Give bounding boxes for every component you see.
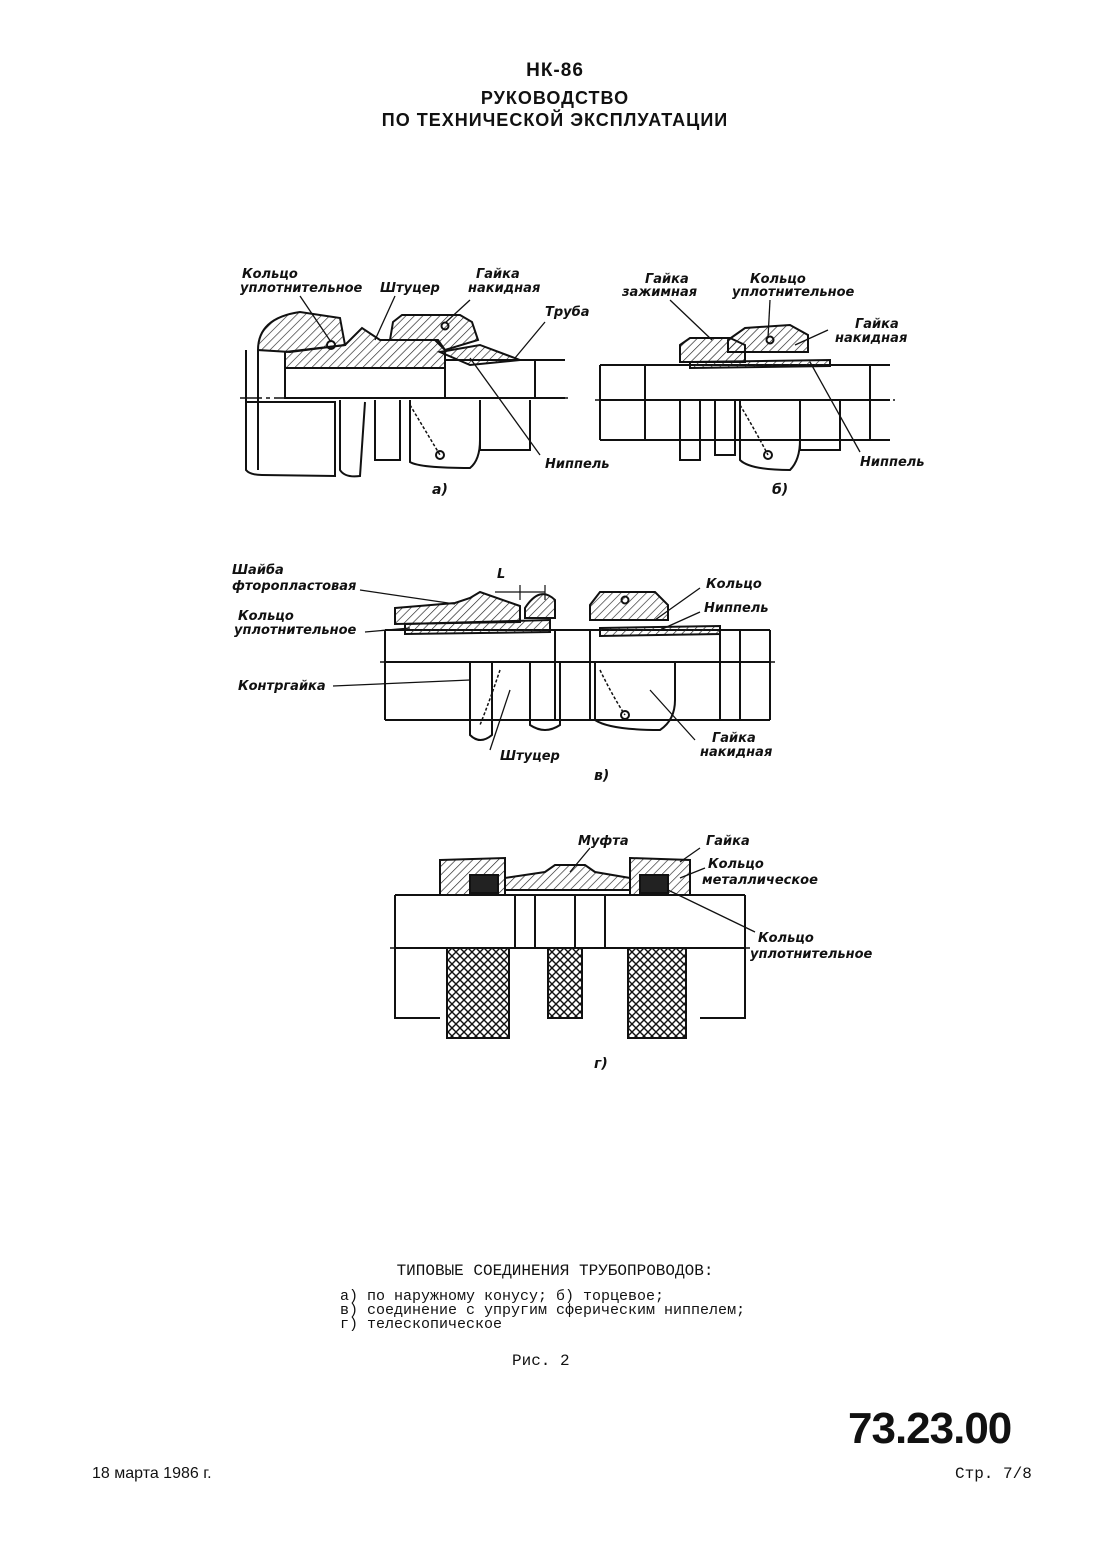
- figure-caption-items: а) по наружному конусу; б) торцевое; в) …: [340, 1288, 746, 1333]
- figure-caption-title: ТИПОВЫЕ СОЕДИНЕНИЯ ТРУБОПРОВОДОВ:: [396, 1262, 714, 1280]
- fig-g-caption: г): [594, 1056, 608, 1072]
- fig-g-seal-ring-label-2: уплотнительное: [750, 947, 873, 962]
- document-number: 73.23.00: [848, 1404, 1012, 1453]
- fig-v-ring-label-1: Кольцо: [238, 609, 294, 624]
- page-number: Стр. 7/8: [955, 1465, 1032, 1483]
- fig-g-sleeve-label: Муфта: [578, 834, 629, 849]
- fig-b-nut-label-2: накидная: [835, 331, 907, 346]
- figure-a-drawing: [240, 295, 570, 478]
- fig-v-locknut-label: Контргайка: [238, 679, 326, 694]
- fig-v-caption: в): [594, 768, 609, 784]
- fig-a-pipe-label: Труба: [545, 305, 590, 320]
- fig-v-ring-label: Кольцо: [706, 577, 762, 592]
- fig-v-ring-label-2: уплотнительное: [234, 623, 357, 638]
- fig-b-ring-label-1: Кольцо: [750, 272, 806, 287]
- fig-a-caption: а): [432, 482, 448, 498]
- fig-a-ring-label-2: уплотнительное: [240, 281, 363, 296]
- document-date: 18 марта 1986 г.: [92, 1465, 212, 1482]
- figure-b-drawing: [595, 299, 895, 472]
- caption-item-3: г) телескопическое: [340, 1316, 503, 1333]
- caption-item-1: а) по наружному конусу; б) торцевое;: [340, 1288, 665, 1305]
- figure-v-drawing: [332, 585, 775, 751]
- fig-v-washer-label-1: Шайба: [232, 563, 284, 578]
- fig-b-nipple-label: Ниппель: [860, 455, 925, 470]
- fig-b-ring-label-2: уплотнительное: [732, 285, 855, 300]
- doc-title: РУКОВОДСТВО: [480, 88, 630, 108]
- figures-canvas: Кольцо уплотнительное Штуцер Гайка накид…: [232, 267, 925, 1072]
- fig-g-metal-ring-label-2: металлическое: [702, 873, 818, 888]
- fig-v-nipple-label: Ниппель: [704, 601, 769, 616]
- fig-b-clamp-label-1: Гайка: [645, 272, 689, 287]
- fig-a-nut-label-2: накидная: [468, 281, 540, 296]
- fig-v-fitting-label: Штуцер: [500, 749, 560, 764]
- fig-a-ring-label-1: Кольцо: [242, 267, 298, 282]
- fig-a-nipple-label: Ниппель: [545, 457, 610, 472]
- fig-b-clamp-label-2: зажимная: [621, 285, 697, 300]
- fig-b-caption: б): [772, 482, 788, 498]
- fig-g-metal-ring-label-1: Кольцо: [708, 857, 764, 872]
- fig-v-nut-label-1: Гайка: [712, 731, 756, 746]
- fig-g-seal-ring-label-1: Кольцо: [758, 931, 814, 946]
- doc-subtitle: ПО ТЕХНИЧЕСКОЙ ЭКСПЛУАТАЦИИ: [381, 110, 729, 130]
- fig-v-washer-label-2: фторопластовая: [232, 579, 356, 594]
- fig-a-fitting-label: Штуцер: [380, 281, 440, 296]
- fig-b-nut-label-1: Гайка: [855, 317, 899, 332]
- fig-v-dimension-label: L: [497, 567, 505, 582]
- figure-g-drawing: [390, 847, 756, 1039]
- caption-item-2: в) соединение с упругим сферическим нипп…: [340, 1302, 746, 1319]
- fig-g-nut-label: Гайка: [706, 834, 750, 849]
- doc-code: НК-86: [526, 60, 584, 81]
- fig-a-nut-label-1: Гайка: [476, 267, 520, 282]
- figure-number: Рис. 2: [512, 1352, 570, 1370]
- fig-v-nut-label-2: накидная: [700, 745, 772, 760]
